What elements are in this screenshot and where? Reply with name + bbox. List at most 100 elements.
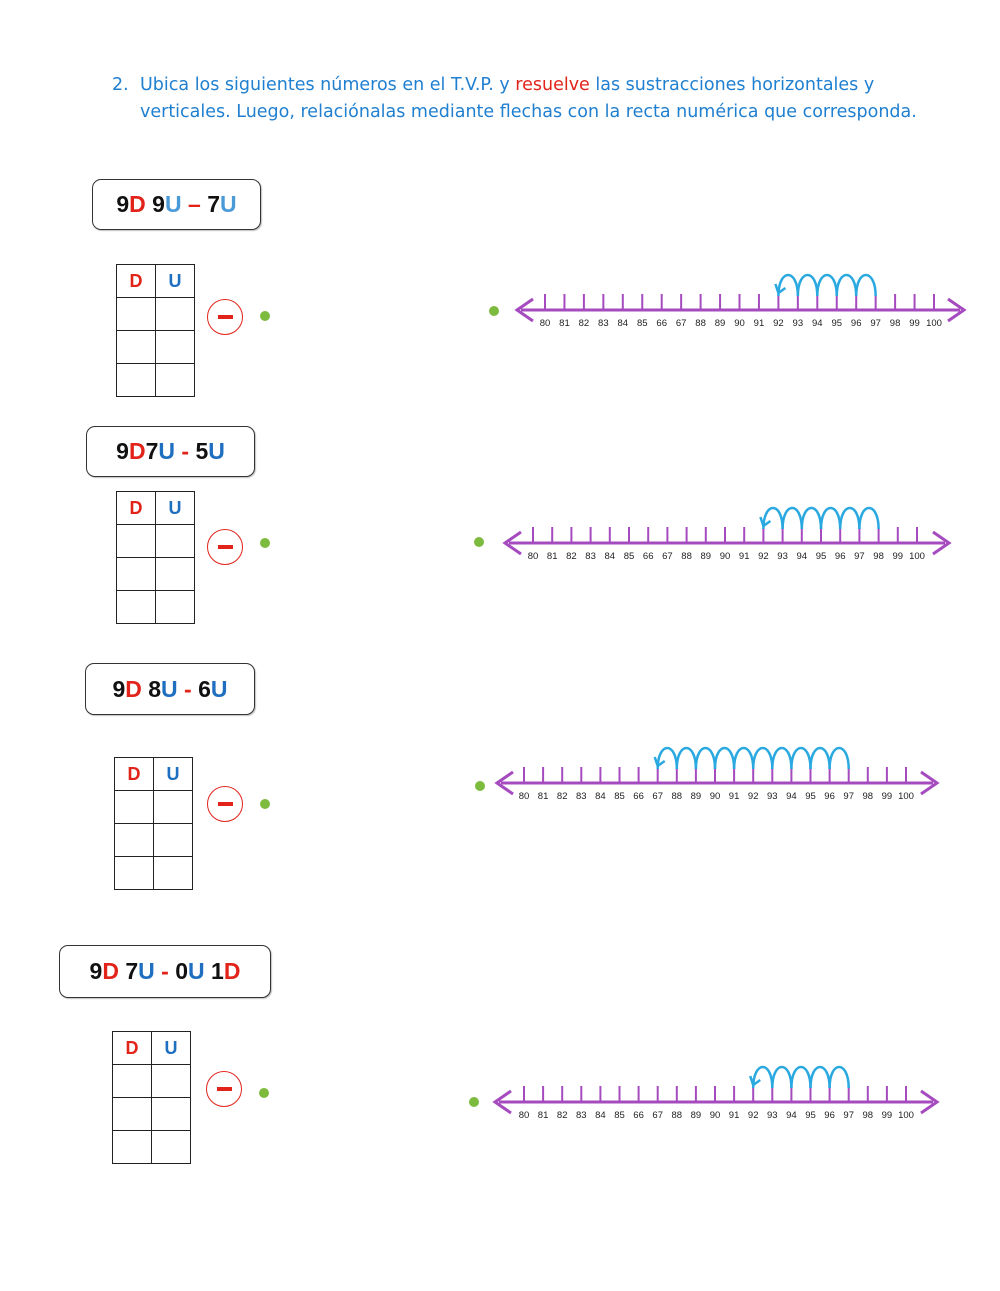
tick-label: 100 [926, 318, 942, 329]
table-cell[interactable] [155, 297, 195, 331]
hop-arc [771, 1066, 793, 1089]
tick-label: 84 [618, 318, 629, 329]
connector-dot[interactable] [260, 311, 270, 321]
tick-label: 85 [637, 318, 648, 329]
tick-label: 80 [519, 1110, 530, 1121]
tick-label: 89 [691, 791, 702, 802]
connector-dot[interactable] [489, 306, 499, 316]
tick-label: 81 [559, 318, 570, 329]
arrow-left-icon [514, 297, 534, 323]
tens-header: D [116, 491, 156, 525]
tick-label: 98 [863, 1110, 874, 1121]
table-cell[interactable] [151, 1130, 191, 1164]
connector-dot[interactable] [475, 781, 485, 791]
table-cell[interactable] [116, 363, 156, 397]
tick-label: 100 [909, 551, 925, 562]
table-cell[interactable] [114, 856, 154, 890]
expression-part: - [174, 438, 196, 464]
tick-label: 98 [890, 318, 901, 329]
instruction-number: 2. [112, 75, 129, 95]
tick-label: 88 [672, 1110, 683, 1121]
tick-label: 66 [643, 551, 654, 562]
expression-part: U [161, 675, 178, 702]
tick-label: 88 [695, 318, 706, 329]
tick-label: 100 [898, 1110, 914, 1121]
table-cell[interactable] [151, 1097, 191, 1131]
table-cell[interactable] [155, 557, 195, 591]
expression-part: 9 [116, 438, 129, 464]
table-cell[interactable] [114, 823, 154, 857]
tick-label: 95 [816, 551, 827, 562]
expression-part: 9 [116, 191, 130, 217]
tick-label: 90 [710, 1110, 721, 1121]
connector-dot[interactable] [260, 538, 270, 548]
tick-label: 99 [882, 791, 893, 802]
tick-label: 66 [633, 1110, 644, 1121]
tick-label: 67 [652, 1110, 663, 1121]
arrow-right-icon [932, 530, 952, 556]
table-cell[interactable] [153, 856, 193, 890]
expression-part: 9 [89, 958, 103, 984]
expression-part: 0 [175, 958, 189, 984]
tick-label: 81 [547, 551, 558, 562]
tick-label: 99 [882, 1110, 893, 1121]
units-header: U [151, 1031, 191, 1065]
tick-label: 82 [566, 551, 577, 562]
table-cell[interactable] [155, 590, 195, 624]
tick-label: 80 [528, 551, 539, 562]
hop-arrowhead-icon [774, 283, 787, 296]
tick-label: 91 [754, 318, 765, 329]
tick-label: 84 [595, 791, 606, 802]
tick-label: 88 [681, 551, 692, 562]
table-cell[interactable] [116, 297, 156, 331]
table-cell[interactable] [153, 823, 193, 857]
tick-label: 96 [851, 318, 862, 329]
tick-label: 88 [672, 791, 683, 802]
tick-label: 91 [739, 551, 750, 562]
expression-part: D [102, 958, 119, 984]
tick-label: 95 [805, 791, 816, 802]
tick-label: 92 [758, 551, 769, 562]
tick-label: 92 [773, 318, 784, 329]
expression-part: - [154, 958, 176, 984]
connector-dot[interactable] [474, 537, 484, 547]
tick-label: 89 [715, 318, 726, 329]
instruction-highlight: resuelve [515, 75, 590, 95]
tick-label: 85 [614, 1110, 625, 1121]
tick-label: 99 [909, 318, 920, 329]
expression-part: – [181, 191, 208, 217]
tick-label: 83 [576, 791, 587, 802]
connector-dot[interactable] [260, 799, 270, 809]
units-header: U [155, 491, 195, 525]
expression-part: 7 [207, 191, 220, 217]
connector-dot[interactable] [469, 1097, 479, 1107]
table-cell[interactable] [151, 1064, 191, 1098]
tick-label: 82 [557, 791, 568, 802]
arrow-left-icon [502, 530, 522, 556]
expression-part: 7 [118, 958, 139, 984]
tick-label: 96 [835, 551, 846, 562]
expression-part: D [129, 191, 146, 217]
hop-arc [751, 1066, 774, 1089]
table-cell[interactable] [155, 363, 195, 397]
arrow-right-icon [947, 297, 967, 323]
hop-arc [828, 1066, 850, 1089]
hop-arrowhead-icon [759, 516, 772, 529]
tick-label: 89 [691, 1110, 702, 1121]
expression-part: 1 [204, 958, 224, 984]
tens-header: D [116, 264, 156, 298]
table-cell[interactable] [155, 330, 195, 364]
hop-arc [790, 1066, 812, 1089]
tick-label: 97 [870, 318, 881, 329]
table-cell[interactable] [153, 790, 193, 824]
arrow-right-icon [920, 770, 940, 796]
tick-label: 80 [540, 318, 551, 329]
tick-label: 67 [652, 791, 663, 802]
connector-dot[interactable] [259, 1088, 269, 1098]
tick-label: 84 [595, 1110, 606, 1121]
